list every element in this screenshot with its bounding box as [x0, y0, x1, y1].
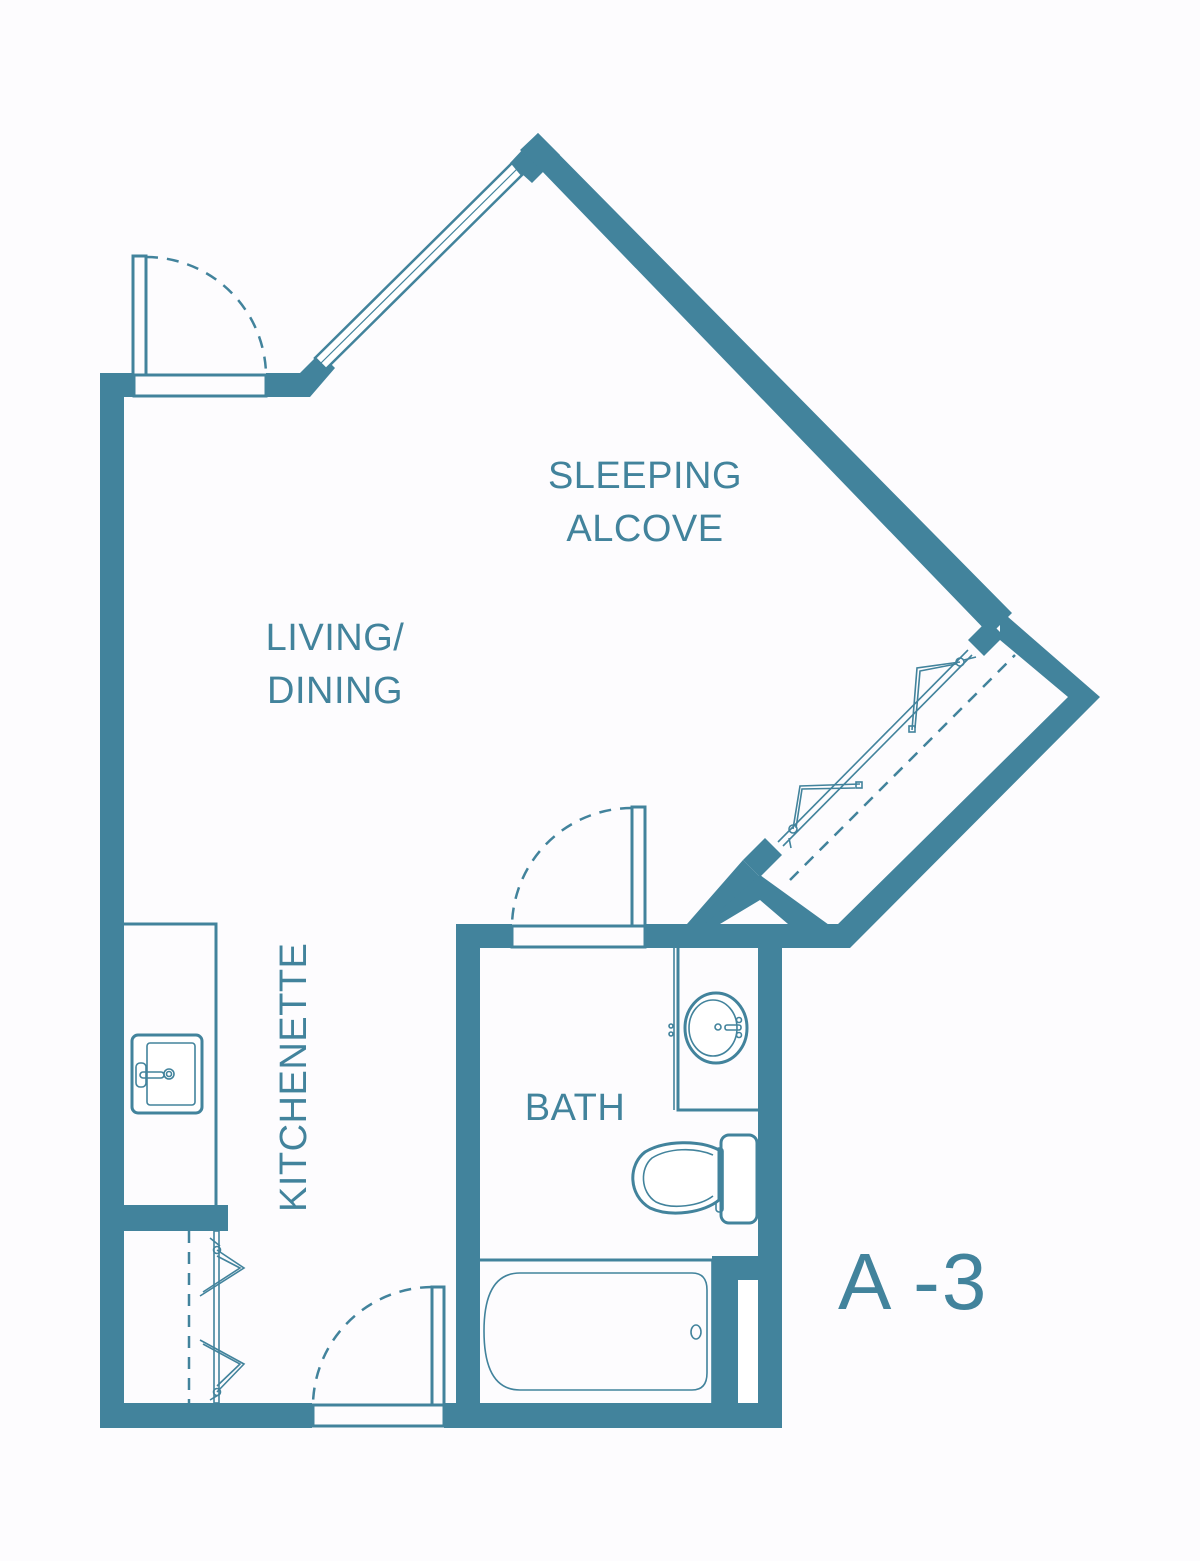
- room-label-bath: BATH: [515, 1082, 635, 1135]
- room-label-line: ALCOVE: [566, 508, 724, 550]
- room-label-line: DINING: [267, 670, 403, 712]
- room-label-line: BATH: [524, 1087, 626, 1129]
- bathtub: [480, 1258, 713, 1403]
- linen-closet: [738, 1280, 758, 1403]
- kitchen-counter: [124, 922, 218, 1205]
- room-label-line: SLEEPING: [547, 455, 743, 497]
- closet-bifold-doors: [777, 649, 1016, 881]
- room-label-living-dining: LIVING/ DINING: [245, 612, 425, 718]
- room-label-sleeping-alcove: SLEEPING ALCOVE: [535, 450, 755, 556]
- bath-door: [510, 805, 647, 949]
- room-label-kitchenette: KITCHENETTE: [268, 932, 321, 1212]
- room-label-line: KITCHENETTE: [273, 942, 315, 1212]
- balcony-door: [131, 254, 268, 398]
- room-label-line: LIVING/: [265, 617, 405, 659]
- bath-vanity: [668, 948, 758, 1112]
- window: [313, 161, 524, 371]
- entry-door: [311, 1285, 446, 1428]
- unit-name: A -3: [838, 1237, 989, 1326]
- walls: [100, 133, 1100, 1428]
- toilet: [631, 1133, 759, 1225]
- pantry-bifold-doors: [187, 1230, 246, 1404]
